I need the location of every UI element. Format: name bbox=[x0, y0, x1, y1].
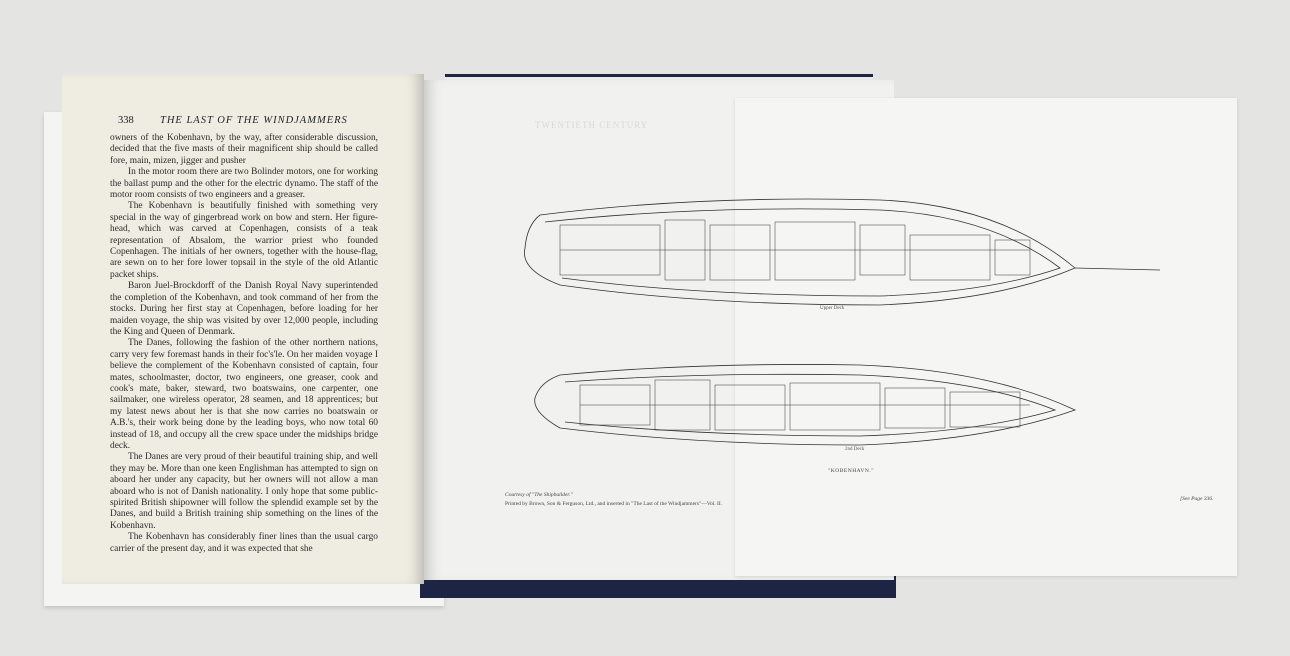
paragraph: The Danes, following the fashion of the … bbox=[110, 338, 378, 451]
upper-deck-plan bbox=[524, 198, 1161, 306]
courtesy-line: Courtesy of "The Shipbuilder." bbox=[505, 492, 573, 498]
paragraph: The Kobenhavn is beautifully finished wi… bbox=[110, 201, 378, 280]
ghost-header: TWENTIETH CENTURY bbox=[535, 120, 649, 130]
left-page bbox=[62, 74, 424, 584]
paragraph: Baron Juel-Brockdorff of the Danish Roya… bbox=[110, 281, 378, 337]
paragraph: The Kobenhavn has considerably finer lin… bbox=[110, 532, 378, 554]
second-deck-label: 2nd Deck bbox=[845, 447, 865, 452]
see-page-note: [See Page 336. bbox=[1180, 496, 1214, 502]
running-title: THE LAST OF THE WINDJAMMERS bbox=[160, 115, 348, 126]
printer-line: Printed by Brown, Son & Ferguson, Ltd., … bbox=[505, 501, 723, 507]
second-deck-plan bbox=[534, 364, 1077, 446]
paragraph: The Danes are very proud of their beauti… bbox=[110, 452, 378, 531]
upper-deck-label: Upper Deck bbox=[820, 306, 845, 311]
plate-title: "KOBENHAVN." bbox=[828, 468, 874, 474]
page-number: 338 bbox=[118, 115, 134, 126]
paragraph: owners of the Kobenhavn, by the way, aft… bbox=[110, 133, 378, 166]
paragraph: In the motor room there are two Bolinder… bbox=[110, 167, 378, 201]
body-text: owners of the Kobenhavn, by the way, aft… bbox=[110, 133, 378, 555]
foldout-plate bbox=[735, 98, 1237, 576]
